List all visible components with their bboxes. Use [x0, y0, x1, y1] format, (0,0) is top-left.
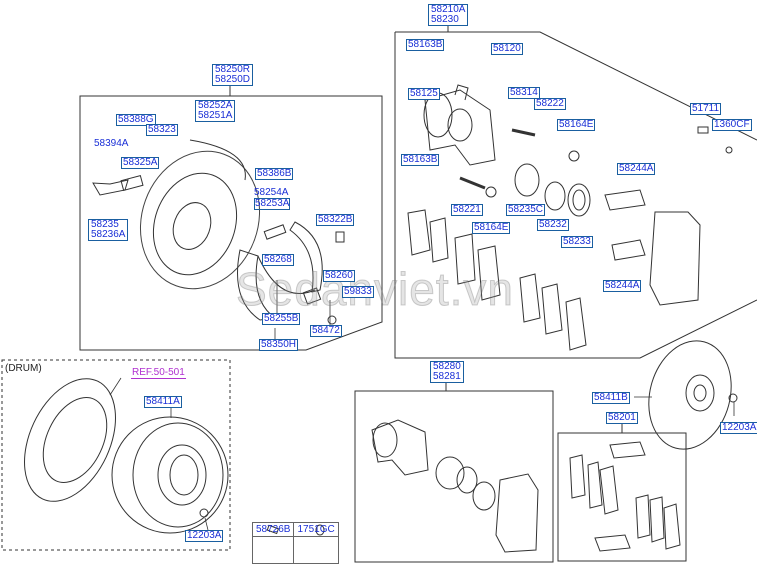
- label-parking-brake-assembly[interactable]: 58250R 58250D: [212, 64, 254, 86]
- label-caliper-assembly-bottom[interactable]: 58280 58281: [430, 361, 464, 383]
- reference-link[interactable]: REF.50-501: [131, 367, 186, 379]
- label-58163B-bottom[interactable]: 58163B: [401, 154, 440, 166]
- label-58281: 58281: [433, 371, 461, 382]
- label-58280: 58280: [433, 361, 461, 372]
- label-58314[interactable]: 58314: [508, 87, 540, 99]
- label-58255B[interactable]: 58255B: [262, 313, 301, 325]
- label-58233[interactable]: 58233: [561, 236, 593, 248]
- drum-caption: (DRUM): [5, 363, 42, 374]
- label-58250R: 58250R: [215, 64, 251, 75]
- label-58210A: 58210A: [431, 4, 466, 15]
- label-58251A: 58251A: [198, 110, 233, 121]
- table-header-58726B[interactable]: 58726B: [251, 522, 295, 537]
- label-58268[interactable]: 58268: [262, 254, 294, 266]
- label-58253A: 58253A: [254, 198, 291, 210]
- label-58235: 58235: [91, 219, 119, 230]
- label-58236A: 58236A: [91, 229, 126, 240]
- label-58323[interactable]: 58323: [146, 124, 178, 136]
- label-51711[interactable]: 51711: [690, 103, 722, 115]
- frame-drum: [1, 359, 231, 551]
- label-58221[interactable]: 58221: [451, 204, 483, 216]
- label-12203A-right[interactable]: 12203A: [720, 422, 757, 434]
- label-58230: 58230: [431, 14, 459, 25]
- label-58164E-top[interactable]: 58164E: [557, 119, 596, 131]
- label-caliper-assembly-top[interactable]: 58210A 58230: [428, 4, 469, 26]
- label-58322B[interactable]: 58322B: [316, 214, 355, 226]
- label-58386B[interactable]: 58386B: [255, 168, 294, 180]
- label-58164E-bottom[interactable]: 58164E: [472, 222, 511, 234]
- frame-caliper-top: [394, 31, 757, 359]
- bolt-icon: [251, 536, 295, 564]
- frame-caliper-bottom: [354, 390, 554, 563]
- washer-icon: [293, 536, 339, 564]
- label-58250D: 58250D: [215, 74, 251, 85]
- caliper-bottom-drawing: [371, 419, 539, 553]
- table-header-1751GC[interactable]: 1751GC: [293, 522, 339, 537]
- label-58201[interactable]: 58201: [606, 412, 638, 424]
- label-58232[interactable]: 58232: [537, 219, 569, 231]
- label-58222[interactable]: 58222: [534, 98, 566, 110]
- label-58163B-top[interactable]: 58163B: [406, 39, 445, 51]
- label-58244A-bottom[interactable]: 58244A: [603, 280, 642, 292]
- label-58244A-top[interactable]: 58244A: [617, 163, 656, 175]
- label-58254A: 58254A: [254, 187, 289, 198]
- label-58472[interactable]: 58472: [310, 325, 342, 337]
- label-58411A[interactable]: 58411A: [144, 396, 182, 408]
- label-59833[interactable]: 59833: [342, 286, 374, 298]
- label-58252A: 58252A: [198, 100, 233, 111]
- label-12203A-left[interactable]: 12203A: [185, 530, 224, 542]
- brake-drum-drawing: [111, 416, 229, 534]
- label-backing-plate[interactable]: 58252A 58251A: [195, 100, 236, 122]
- label-58411B[interactable]: 58411B: [592, 392, 630, 404]
- label-58120[interactable]: 58120: [491, 43, 523, 55]
- label-58235-58236A[interactable]: 58235 58236A: [88, 219, 129, 241]
- label-58325A[interactable]: 58325A: [121, 157, 160, 169]
- small-parts-table: 58726B 1751GC: [251, 522, 339, 564]
- label-58125[interactable]: 58125: [408, 88, 440, 100]
- pads-drawing: [407, 209, 587, 351]
- watermark: Sedanviet.vn: [236, 263, 514, 316]
- brake-disc-drawing: [648, 340, 732, 450]
- frame-parking-brake: [79, 95, 383, 351]
- label-1360CF[interactable]: 1360CF: [712, 119, 752, 131]
- anchor-bracket-drawing: [649, 211, 701, 306]
- label-58388G[interactable]: 58388G: [116, 114, 156, 126]
- drum-backing-plate-drawing: [24, 378, 116, 502]
- bracket-drawing: [92, 179, 129, 196]
- label-58350H[interactable]: 58350H: [259, 339, 299, 351]
- label-58235C[interactable]: 58235C: [506, 204, 546, 216]
- label-58254A-58253A[interactable]: 58254A 58253A: [251, 187, 293, 211]
- backing-plate-drawing: [139, 139, 261, 290]
- label-58260[interactable]: 58260: [323, 270, 355, 282]
- label-58394A[interactable]: 58394A: [94, 138, 129, 149]
